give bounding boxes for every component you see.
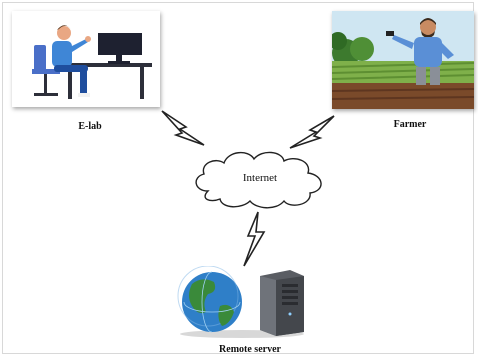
elab-illustration	[12, 11, 160, 107]
lightning-bolt-icon	[161, 110, 205, 146]
internet-label: Internet	[242, 172, 278, 184]
remote-server-icon	[177, 266, 304, 338]
elab-label: E-lab	[78, 121, 102, 132]
lightning-bolt-icon	[289, 115, 335, 149]
internet-cloud-icon	[195, 151, 322, 209]
diagram-frame	[2, 2, 474, 354]
farmer-illustration	[332, 11, 474, 109]
lightning-bolt-icon	[243, 211, 266, 267]
farmer-label: Farmer	[393, 119, 427, 130]
remote-server-label: Remote server	[219, 344, 281, 355]
